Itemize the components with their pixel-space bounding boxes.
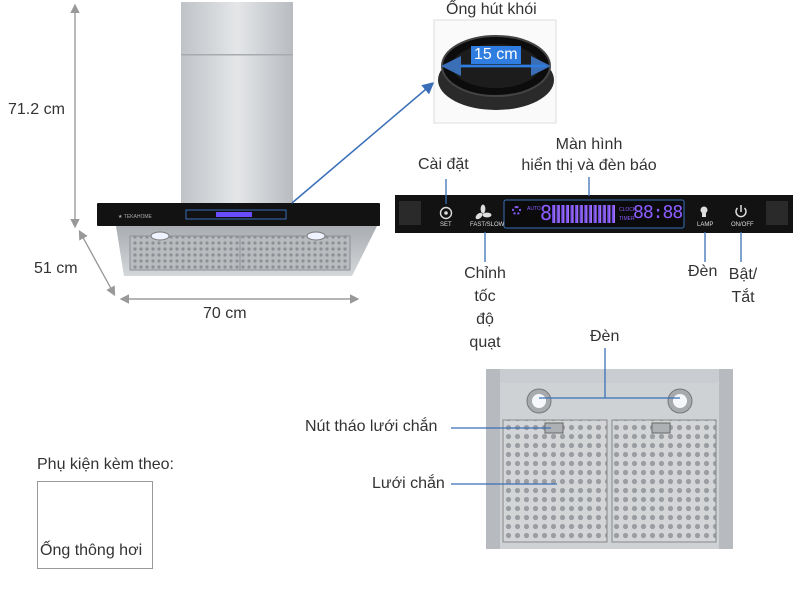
lcd-auto-text: AUTO: [527, 206, 541, 212]
depth-dimension-label: 51 cm: [34, 260, 78, 277]
fan-icon: [475, 204, 492, 220]
depth-dimension-line: [78, 229, 116, 297]
speed-label: Chỉnh tốc độ quạt: [456, 262, 514, 354]
speed-label-line3: độ: [476, 311, 494, 328]
lcd-bar-segment: [593, 205, 597, 223]
lcd-bar-graph: [552, 205, 615, 223]
display-label-line2: hiển thị và đèn báo: [521, 157, 657, 174]
underside-lamp-callout: [539, 348, 680, 399]
height-dimension-label: 71.2 cm: [8, 101, 65, 118]
power-icon: [735, 205, 747, 218]
accessory-item-label: Ống thông hơi: [40, 542, 143, 559]
speed-label-line1: Chỉnh: [464, 265, 506, 282]
lcd-bar-segment: [575, 205, 579, 223]
chimney: [181, 2, 293, 204]
lcd-sun-icon: [512, 206, 521, 215]
lcd-bar-segment: [556, 205, 560, 223]
filter-release-label: Nút tháo lưới chắn: [305, 418, 438, 435]
lcd-bar-segment: [579, 205, 583, 223]
svg-text:★ TEKAHOME: ★ TEKAHOME: [118, 214, 153, 220]
width-dimension-label: 70 cm: [203, 305, 247, 322]
speed-label-line2: tốc: [474, 288, 496, 305]
duct-pointer-arrow: [291, 82, 435, 204]
filter-right: [611, 419, 717, 543]
lcd-bar-segment: [565, 205, 569, 223]
lamp-icon: [700, 206, 708, 217]
hood-underside: [486, 369, 733, 549]
lcd-bar-segment: [602, 205, 606, 223]
display-label: Màn hình hiển thị và đèn báo: [508, 134, 670, 176]
settings-label: Cài đặt: [418, 156, 469, 173]
power-label: Bật/ Tắt: [722, 263, 764, 309]
speed-label-line4: quạt: [469, 334, 501, 351]
lcd-bar-segment: [598, 205, 602, 223]
button-lamp-text: LAMP: [697, 222, 714, 228]
lcd-timer-text: TIMER: [619, 216, 635, 222]
duct-title: Ống hút khói: [446, 1, 537, 18]
lamp-label: Đèn: [688, 263, 718, 280]
button-onoff-text: ON/OFF: [731, 222, 754, 228]
filter-left: [502, 419, 608, 543]
control-panel: [395, 195, 793, 233]
filter-label: Lưới chắn: [372, 475, 445, 492]
lcd-time: 88:88: [633, 202, 683, 223]
button-set-text: SET: [440, 222, 452, 228]
lcd-clock-text: CLOCK: [619, 207, 637, 213]
power-label-line2: Tắt: [731, 289, 755, 306]
duct-diameter-label: 15 cm: [471, 46, 521, 64]
duct-photo: [433, 19, 557, 124]
underside-lamp-label: Đèn: [590, 328, 620, 345]
accessory-box: [37, 481, 153, 569]
lcd-bar-segment: [552, 205, 556, 223]
lcd-bar-segment: [607, 205, 611, 223]
settings-icon: [439, 206, 453, 220]
lcd-bar-segment: [588, 205, 592, 223]
display-label-line1: Màn hình: [555, 136, 623, 153]
lcd-bar-segment: [561, 205, 565, 223]
lcd-digit: 8: [540, 201, 553, 225]
lcd-bar-segment: [570, 205, 574, 223]
lcd-bar-segment: [611, 205, 615, 223]
accessory-heading: Phụ kiện kèm theo:: [37, 456, 174, 473]
lcd-bar-segment: [584, 205, 588, 223]
button-fast-slow-text: FAST/SLOW: [470, 222, 505, 228]
range-hood: ★ TEKAHOME: [97, 2, 380, 276]
power-label-line1: Bật/: [728, 266, 758, 283]
